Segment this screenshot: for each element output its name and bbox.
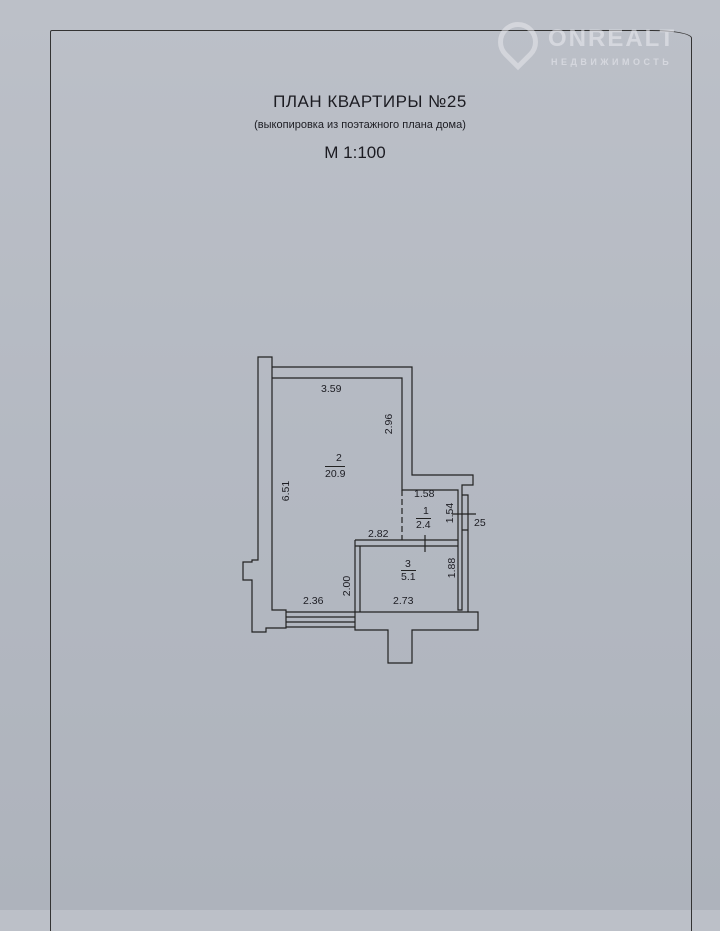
room1-number: 1 [423,505,429,517]
room1-area: 2.4 [416,518,431,531]
document-border [50,30,692,931]
room3-area: 5.1 [401,570,416,583]
page-subtitle: (выкопировка из поэтажного плана дома) [254,119,466,131]
wall-right [462,494,469,612]
dim-room3-left: 2.00 [341,575,354,597]
dim-room2-left: 6.51 [280,480,293,502]
page-title: ПЛАН КВАРТИРЫ №25 [273,92,467,111]
floor-plan [242,356,479,664]
dim-room1-width: 1.58 [414,488,435,500]
dim-room3-height: 1.88 [446,557,459,579]
watermark-brand: ONREALT [548,25,677,52]
window-bottom [286,611,355,628]
dim-bottom-left: 2.36 [303,595,324,607]
room3-number: 3 [405,558,411,570]
wall-left [242,356,287,633]
wall-mark: 25 [474,517,486,529]
dim-room1-height: 1.54 [444,502,457,524]
dim-room2-right: 2.96 [383,413,396,435]
watermark-tagline: НЕДВИЖИМОСТЬ [551,57,673,67]
dim-room3-width: 2.73 [393,595,414,607]
dim-room2-step: 2.82 [368,528,389,540]
wall-partition [354,539,458,612]
wall-top [272,366,474,611]
room2-area: 20.9 [325,466,346,480]
wall-bottom [354,611,479,664]
scale-label: М 1:100 [324,143,386,162]
dim-top: 3.59 [321,383,342,395]
room2-number: 2 [336,452,342,464]
